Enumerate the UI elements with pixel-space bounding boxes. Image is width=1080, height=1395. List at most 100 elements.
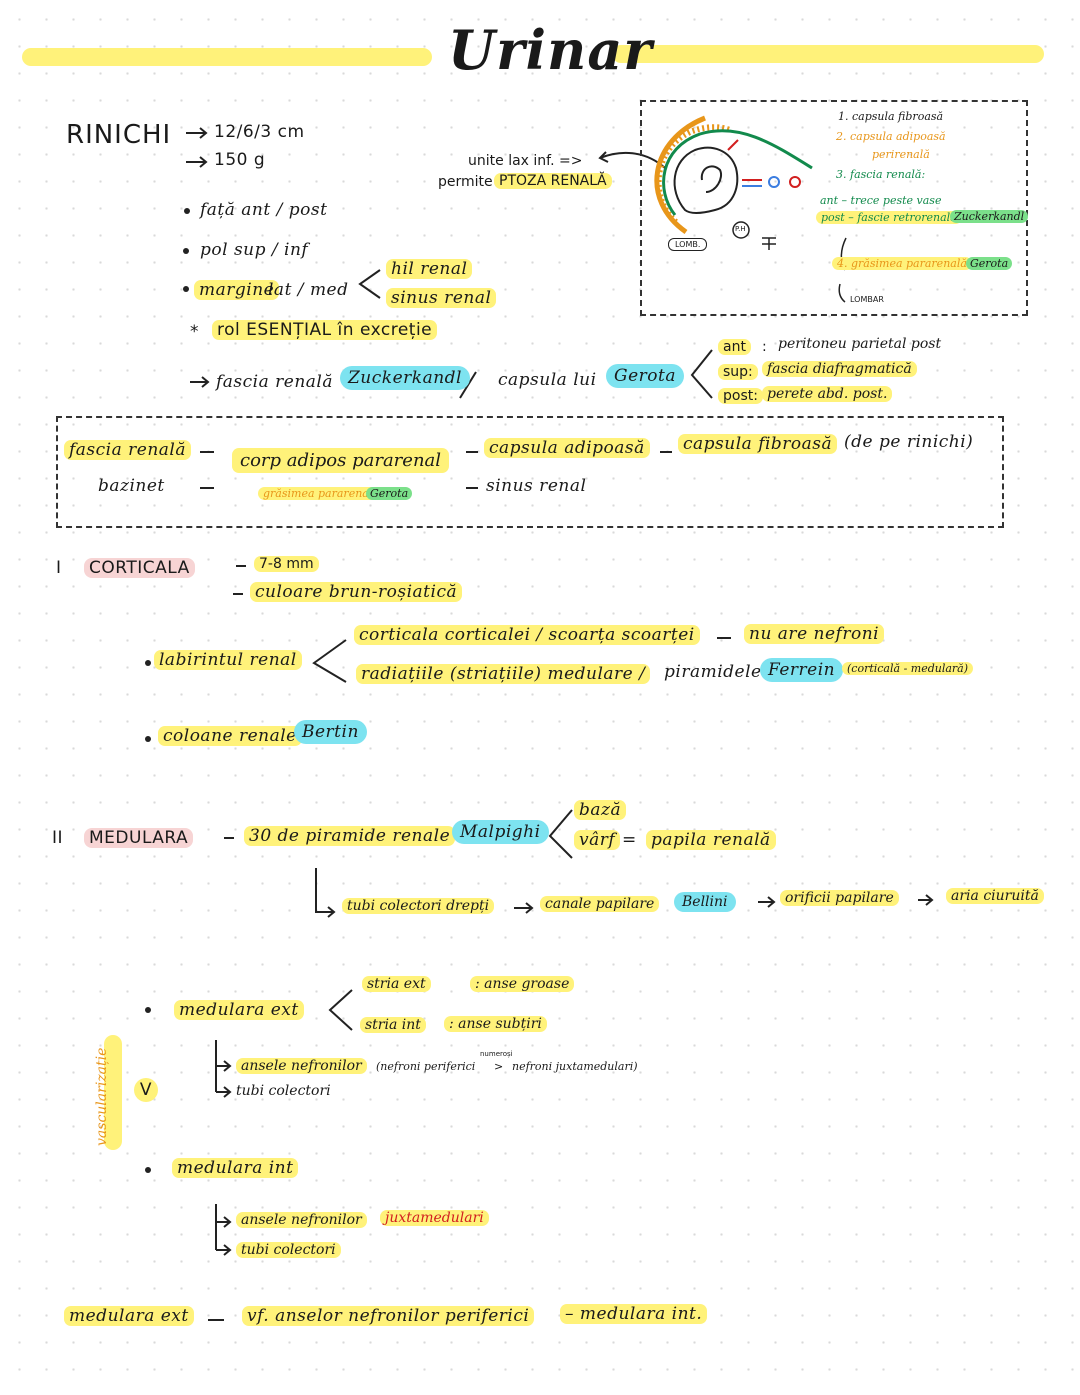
juxtamedulari: juxtamedulari: [380, 1210, 489, 1226]
zuckerkandl-badge: Zuckerkandl: [340, 366, 470, 390]
rinichi-weight: 150 g: [214, 150, 266, 170]
diag-post: post – fascie retrorenală: [816, 211, 962, 224]
anse-groase: : anse groase: [470, 976, 575, 992]
tubi-colectori-int: tubi colectori: [236, 1242, 341, 1258]
box-corp-adipos: corp adipos pararenal: [232, 448, 450, 473]
diag-gerota: Gerota: [966, 257, 1013, 270]
eq-sign: =: [622, 830, 637, 850]
radiatiile-medulare: radiațiile (striațiile) medulare /: [356, 664, 651, 684]
corticala-medulara-note: (corticală - medulară): [842, 662, 974, 675]
post-text: perete abd. post.: [762, 386, 893, 402]
stria-int: stria int: [360, 1017, 426, 1033]
footer-medulara-ext: medulara ext: [64, 1306, 194, 1326]
ant-text: peritoneu parietal post: [778, 336, 942, 352]
rinichi-rol-star: *: [190, 322, 199, 342]
ferrein-badge: Ferrein: [760, 658, 844, 682]
medulara-heading: MEDULARA: [84, 828, 194, 848]
diag-l4: 4. grăsimea pararenală: [832, 257, 972, 270]
nu-are-nefroni: nu are nefroni: [744, 624, 885, 644]
medulara-ext: medulara ext: [174, 1000, 304, 1020]
bullets: [145, 208, 190, 1173]
box-sinus: sinus renal: [486, 476, 587, 496]
rinichi-dims: 12/6/3 cm: [214, 122, 305, 142]
box-gerota: Gerota: [366, 487, 413, 500]
malpighi-badge: Malpighi: [452, 820, 549, 844]
bellini-badge: Bellini: [674, 892, 736, 912]
stria-ext: stria ext: [362, 976, 431, 992]
hil-renal: hil renal: [386, 259, 473, 279]
box-fascia: fascia renală: [64, 440, 191, 460]
aria-ciuruita: aria ciuruită: [946, 888, 1044, 904]
nefroni-periferici: (nefroni periferici: [376, 1060, 476, 1073]
corticala-num: I: [56, 558, 62, 578]
anse-subtiri: : anse subțiri: [444, 1016, 547, 1032]
gt-sign: >: [494, 1060, 504, 1073]
nefroni-juxtamedulari: nefroni juxtamedulari): [512, 1060, 638, 1073]
sup-label: sup:: [718, 364, 758, 380]
footer-anse: vf. anselor nefronilor periferici: [242, 1306, 535, 1326]
medulara-int: medulara int: [172, 1158, 299, 1178]
rinichi-margine: margine: [194, 280, 280, 300]
diag-l2b: perirenală: [872, 148, 930, 161]
layers-box: [56, 416, 1004, 528]
vasc-highlight: [104, 1035, 122, 1150]
title-bar-left: [22, 48, 432, 66]
box-capsula-fibroasa: capsula fibroasă: [678, 434, 838, 454]
varf: vârf: [574, 830, 621, 850]
ansele-nefronilor-int: ansele nefronilor: [236, 1212, 367, 1228]
title-bar-right: [612, 45, 1044, 63]
permite: permite: [438, 174, 493, 190]
kidney-diagram-box: [640, 100, 1028, 316]
capsula-lui: capsula lui: [498, 370, 597, 390]
sup-text: fascia diafragmatică: [762, 361, 917, 377]
canale-papilare: canale papilare: [540, 896, 660, 912]
diag-l1: 1. capsula fibroasă: [838, 110, 944, 123]
tubi-colectori-drepti: tubi colectori drepți: [342, 898, 495, 914]
diag-l2: 2. capsula adipoasă: [836, 130, 946, 143]
diag-ant: ant – trece peste vase: [820, 194, 942, 207]
page-title: Urinar: [448, 18, 653, 82]
gerota-badge: Gerota: [606, 364, 684, 388]
fascia-renala: fascia renală: [216, 372, 333, 392]
box-capsula-adipoasa: capsula adipoasă: [484, 438, 650, 458]
unite-lax: unite lax inf. =>: [468, 153, 583, 169]
orificii-papilare: orificii papilare: [780, 890, 899, 906]
box2-lines: [200, 451, 731, 1321]
corticala-culoare: culoare brun-roșiatică: [250, 582, 463, 602]
medulara-num: II: [52, 828, 64, 848]
rinichi-rol: rol ESENȚIAL în excreție: [212, 320, 438, 340]
corticala-brackets: [215, 639, 934, 1256]
ant-colon: :: [762, 339, 767, 355]
diag-lomb: LOMB.: [668, 238, 708, 251]
corticala-mm: 7-8 mm: [254, 556, 319, 572]
piramide-renale: 30 de piramide renale: [244, 826, 456, 846]
ansele-nefronilor: ansele nefronilor: [236, 1058, 367, 1074]
ptoza-renala: PTOZA RENALĂ: [494, 173, 612, 189]
v-marker: V: [134, 1078, 158, 1102]
diag-zk: Zuckerkandl: [950, 210, 1029, 223]
sinus-renal: sinus renal: [386, 288, 497, 308]
box-bazinet: bazinet: [98, 476, 165, 496]
rinichi-pol: pol sup / inf: [200, 240, 309, 260]
corticala-corticalei: corticala corticalei / scoarța scoarței: [354, 625, 700, 645]
footer-medulara-int: – medulara int.: [560, 1304, 708, 1324]
box-grasime: grăsimea pararenală: [258, 487, 384, 500]
rinichi-lat-med: lat / med: [268, 280, 349, 300]
labirint-renal: labirintul renal: [154, 650, 302, 670]
baza: bază: [574, 800, 627, 820]
rinichi-fata: față ant / post: [200, 200, 328, 220]
diag-lombar: LOMBAR: [850, 295, 884, 304]
papila-renala: papila renală: [646, 830, 776, 850]
bertin-badge: Bertin: [294, 720, 367, 744]
diag-ph: P.H: [735, 225, 746, 233]
tubi-colectori-ext: tubi colectori: [236, 1083, 331, 1099]
kidney-diagram: [654, 115, 847, 303]
post-label: post:: [718, 388, 763, 404]
rinichi-heading: RINICHI: [66, 120, 172, 150]
ant-label: ant: [718, 339, 751, 355]
numerosi-note: numeroși: [480, 1050, 513, 1058]
diag-l3: 3. fascia renală:: [836, 168, 926, 181]
corticala-heading: CORTICALA: [84, 558, 195, 578]
box-de-pe-rinichi: (de pe rinichi): [844, 432, 974, 452]
